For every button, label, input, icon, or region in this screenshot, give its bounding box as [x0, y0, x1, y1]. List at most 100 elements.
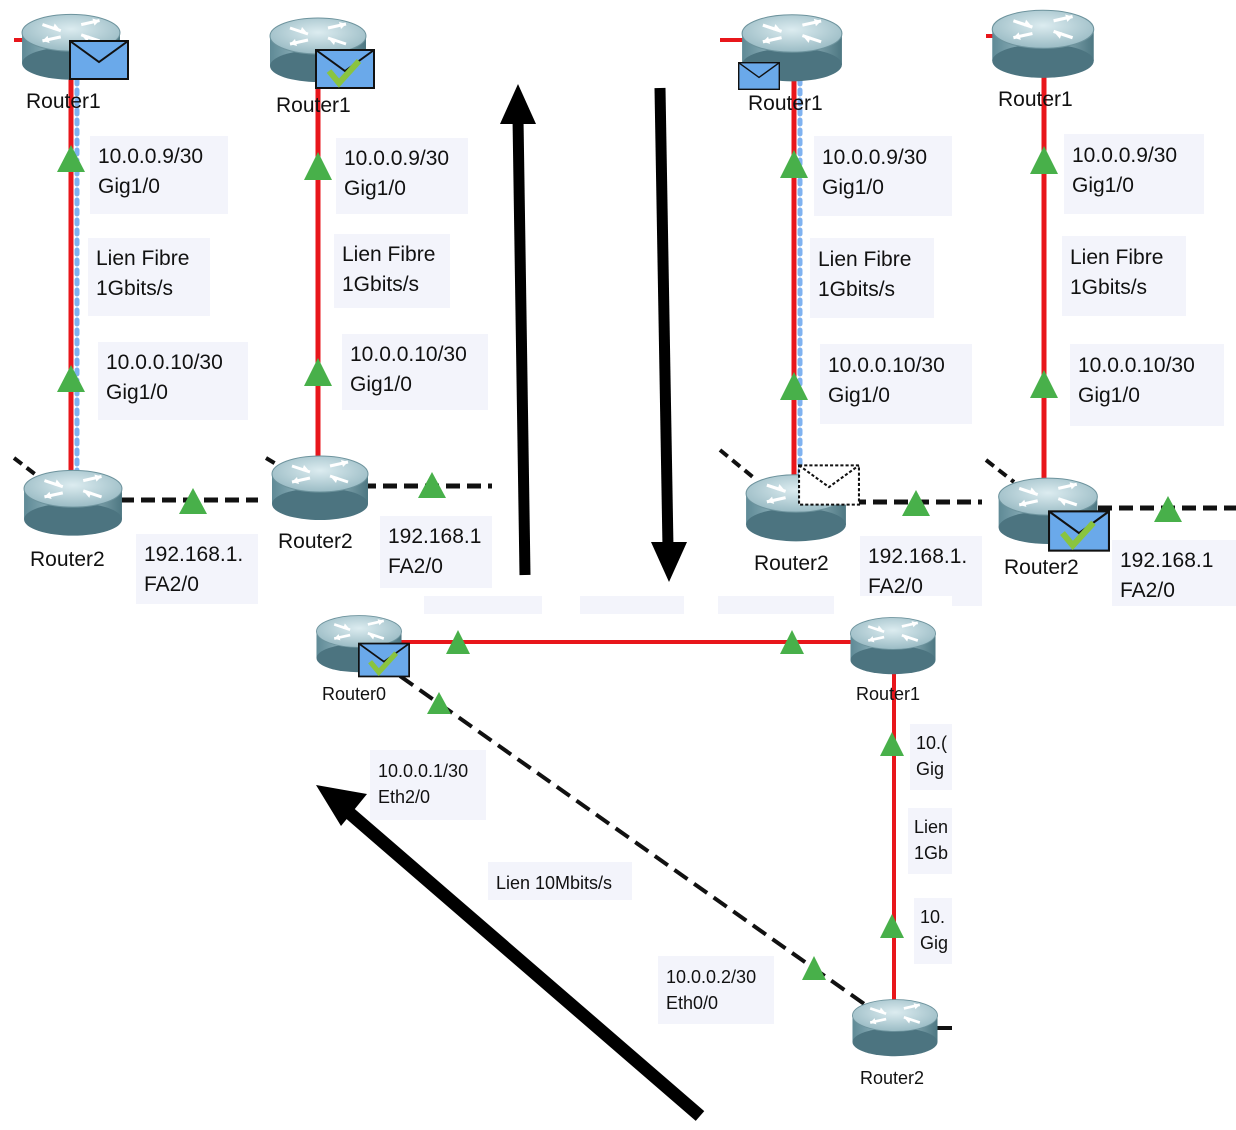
panel-step-3: Router1 10.0.0.9/30 Gig1/0 Lien Fibre 1G… — [718, 0, 982, 606]
down-arrow-icon — [651, 87, 687, 582]
link-label: Lien Fibre 1Gbits/s — [88, 238, 210, 316]
port-name: FA2/0 — [388, 555, 443, 579]
router1-label: Router1 — [26, 90, 101, 113]
port-up-indicator — [802, 956, 826, 980]
link-type: Lien Fibre — [1070, 246, 1164, 269]
panel-4-topology — [984, 8, 1236, 590]
port-up-indicator — [780, 150, 808, 178]
router1-label: Router1 — [998, 88, 1073, 111]
ip-address: 10.0.0.9/30 — [822, 146, 928, 169]
router1-interface-label: 10.0.0.9/30 Gig1/0 — [90, 136, 228, 214]
port-name: Gig1/0 — [350, 373, 412, 397]
router2-interface-label: 10.0.0.10/30 Gig1/0 — [820, 344, 972, 424]
port-up-indicator — [418, 472, 446, 498]
router2-interface-label: 10.0.0.10/30 Gig1/0 — [1070, 344, 1224, 426]
port-up-indicator — [57, 365, 85, 392]
port-up-indicator — [1154, 496, 1182, 522]
port-name: Gig1/0 — [98, 175, 160, 199]
router0-label: Router0 — [322, 684, 387, 704]
port-name: Gig1/0 — [344, 177, 406, 201]
port-name: Eth2/0 — [378, 787, 431, 808]
link-speed: 1Gb — [914, 843, 949, 864]
ip-address: 10.0.0.1/30 — [378, 761, 469, 781]
port-name: FA2/0 — [868, 575, 923, 599]
ip-address: 192.168.1 — [1120, 549, 1214, 572]
port-name: FA2/0 — [144, 573, 199, 597]
ip-address: 10.0.0.10/30 — [350, 343, 467, 366]
port-name: Gig1/0 — [822, 176, 884, 200]
port-name: Gig1/0 — [828, 384, 890, 408]
router2-interface-label: 10.0.0.10/30 Gig1/0 — [98, 342, 248, 420]
ip-address: 10.0.0.2/30 — [666, 967, 757, 987]
panel-step-4: Router1 10.0.0.9/30 Gig1/0 Lien Fibre 1G… — [984, 0, 1236, 606]
port-up-indicator — [780, 630, 804, 654]
ip-address: 10.0.0.9/30 — [1072, 144, 1178, 167]
port-up-indicator — [304, 152, 332, 180]
link-speed: Lien 10Mbits/s — [496, 873, 613, 893]
slow-link-label: Lien 10Mbits/s — [488, 862, 632, 900]
link-type: Lien Fibre — [96, 247, 190, 270]
port-up-indicator — [780, 372, 808, 400]
port-up-indicator — [880, 914, 904, 938]
port-up-indicator — [1030, 370, 1058, 398]
port-up-indicator — [427, 692, 451, 714]
link-label: Lien Fibre 1Gbits/s — [1062, 236, 1186, 316]
link-type: Lien — [914, 817, 949, 837]
link-speed: 1Gbits/s — [1070, 276, 1148, 300]
link-speed: 1Gbits/s — [818, 278, 896, 302]
router2-label: Router2 — [278, 530, 353, 553]
router2-interface-label: 10.0.0.2/30 Eth0/0 — [658, 956, 774, 1024]
port-name: Eth0/0 — [666, 993, 719, 1014]
port-up-indicator — [902, 490, 930, 516]
router1-interface-label-cropped: 10.( Gig — [910, 724, 952, 790]
link-label: Lien Fibre 1Gbits/s — [810, 238, 934, 318]
lan-interface-label: 192.168.1 FA2/0 — [380, 516, 492, 588]
link-label: Lien Fibre 1Gbits/s — [334, 234, 450, 308]
ip-address: 10.( — [916, 733, 948, 753]
panel-1-topology — [12, 12, 258, 538]
router1-label: Router1 — [748, 92, 823, 115]
port-name: Gig1/0 — [106, 381, 168, 405]
ip-address: 10.0.0.10/30 — [828, 354, 945, 377]
router1-interface-label: 10.0.0.9/30 Gig1/0 — [814, 136, 952, 216]
port-name: Gig — [916, 759, 945, 780]
port-up-indicator — [57, 145, 85, 172]
link-speed: 1Gbits/s — [342, 273, 420, 297]
router1-label: Router1 — [856, 684, 921, 704]
panel-step-1: Router1 10.0.0.9/30 Gig1/0 Lien Fibre 1G… — [0, 0, 258, 604]
router2-label: Router2 — [30, 548, 105, 571]
lan-interface-label: 192.168.1 FA2/0 — [1112, 540, 1236, 606]
ip-address: 10.0.0.10/30 — [106, 351, 223, 374]
ip-address: 192.168.1. — [868, 545, 968, 568]
fiber-link-label-cropped: Lien 1Gb — [908, 808, 952, 874]
router2-label: Router2 — [754, 552, 829, 575]
port-up-indicator — [304, 358, 332, 386]
router1-label: Router1 — [276, 94, 351, 117]
router2-label: Router2 — [860, 1068, 925, 1088]
router1-interface-label: 10.0.0.9/30 Gig1/0 — [336, 138, 468, 214]
router2-label: Router2 — [1004, 556, 1079, 579]
ip-address: 10.0.0.9/30 — [98, 145, 204, 168]
link-type: Lien Fibre — [342, 243, 436, 266]
router1-interface-label: 10.0.0.9/30 Gig1/0 — [1064, 134, 1204, 214]
router0-interface-label: 10.0.0.1/30 Eth2/0 — [370, 750, 486, 820]
panel-step-2: Router1 10.0.0.9/30 Gig1/0 Lien Fibre 1G… — [262, 0, 492, 590]
router2-interface-label: 10.0.0.10/30 Gig1/0 — [342, 334, 488, 410]
ip-address: 192.168.1. — [144, 543, 244, 566]
port-up-indicator — [179, 488, 207, 514]
link-type: Lien Fibre — [818, 248, 912, 271]
panel-3-topology — [718, 13, 982, 543]
ip-address: 192.168.1 — [388, 525, 482, 548]
port-up-indicator — [1030, 146, 1058, 174]
main-topology-links — [315, 596, 952, 1058]
lan-interface-label: 192.168.1. FA2/0 — [136, 534, 258, 604]
main-topology: Router0 Router1 Router2 10.0.0.1/30 Eth2… — [300, 596, 952, 1106]
port-up-indicator — [880, 732, 904, 756]
ip-address: 10.0.0.9/30 — [344, 147, 450, 170]
diagonal-arrow-icon — [316, 785, 705, 1121]
panel-2-topology — [264, 16, 492, 522]
port-name: Gig1/0 — [1072, 174, 1134, 198]
router2-interface-label-cropped: 10. Gig — [914, 898, 952, 964]
link-speed: 1Gbits/s — [96, 277, 174, 301]
